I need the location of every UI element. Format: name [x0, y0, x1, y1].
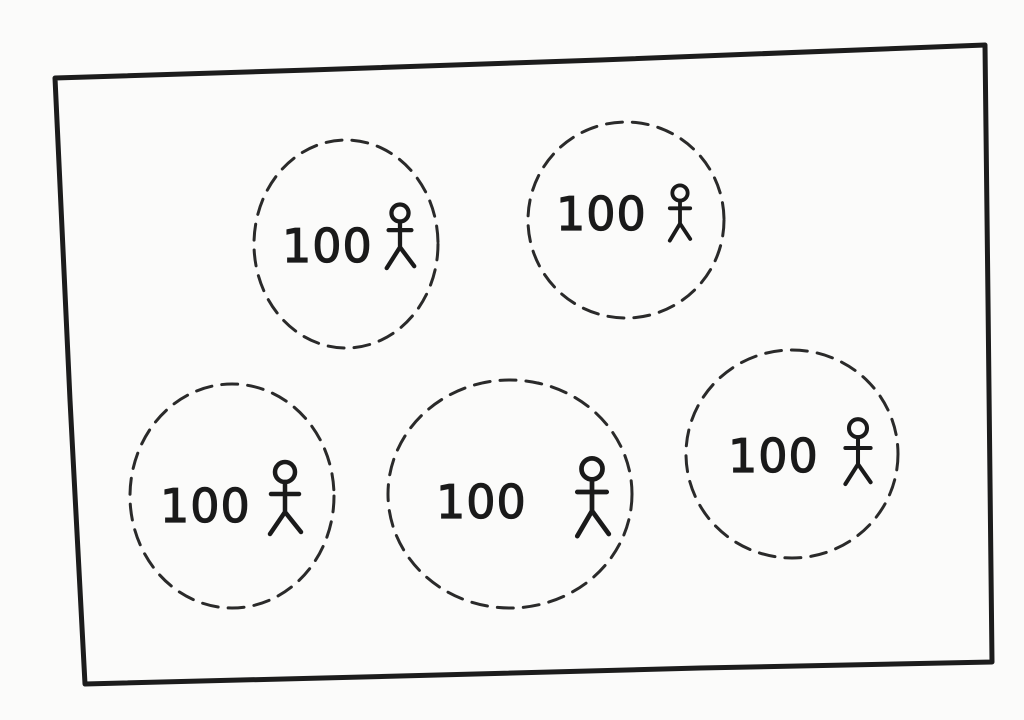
person-icon [384, 202, 417, 271]
group-circle-3: 100 [128, 382, 336, 610]
group-circle-1: 100 [252, 138, 440, 350]
group-circle-4: 100 [386, 378, 634, 610]
person-icon [843, 417, 873, 487]
group-count-label: 100 [160, 479, 251, 533]
group-count-label: 100 [556, 187, 647, 241]
person-icon [667, 183, 693, 243]
person-icon [574, 456, 612, 539]
outer-frame [52, 42, 995, 687]
group-count-label: 100 [728, 429, 819, 483]
group-count-label: 100 [282, 219, 373, 273]
person-icon [267, 459, 304, 537]
group-circle-2: 100 [526, 120, 726, 320]
group-count-label: 100 [436, 475, 527, 529]
group-circle-5: 100 [684, 348, 900, 560]
